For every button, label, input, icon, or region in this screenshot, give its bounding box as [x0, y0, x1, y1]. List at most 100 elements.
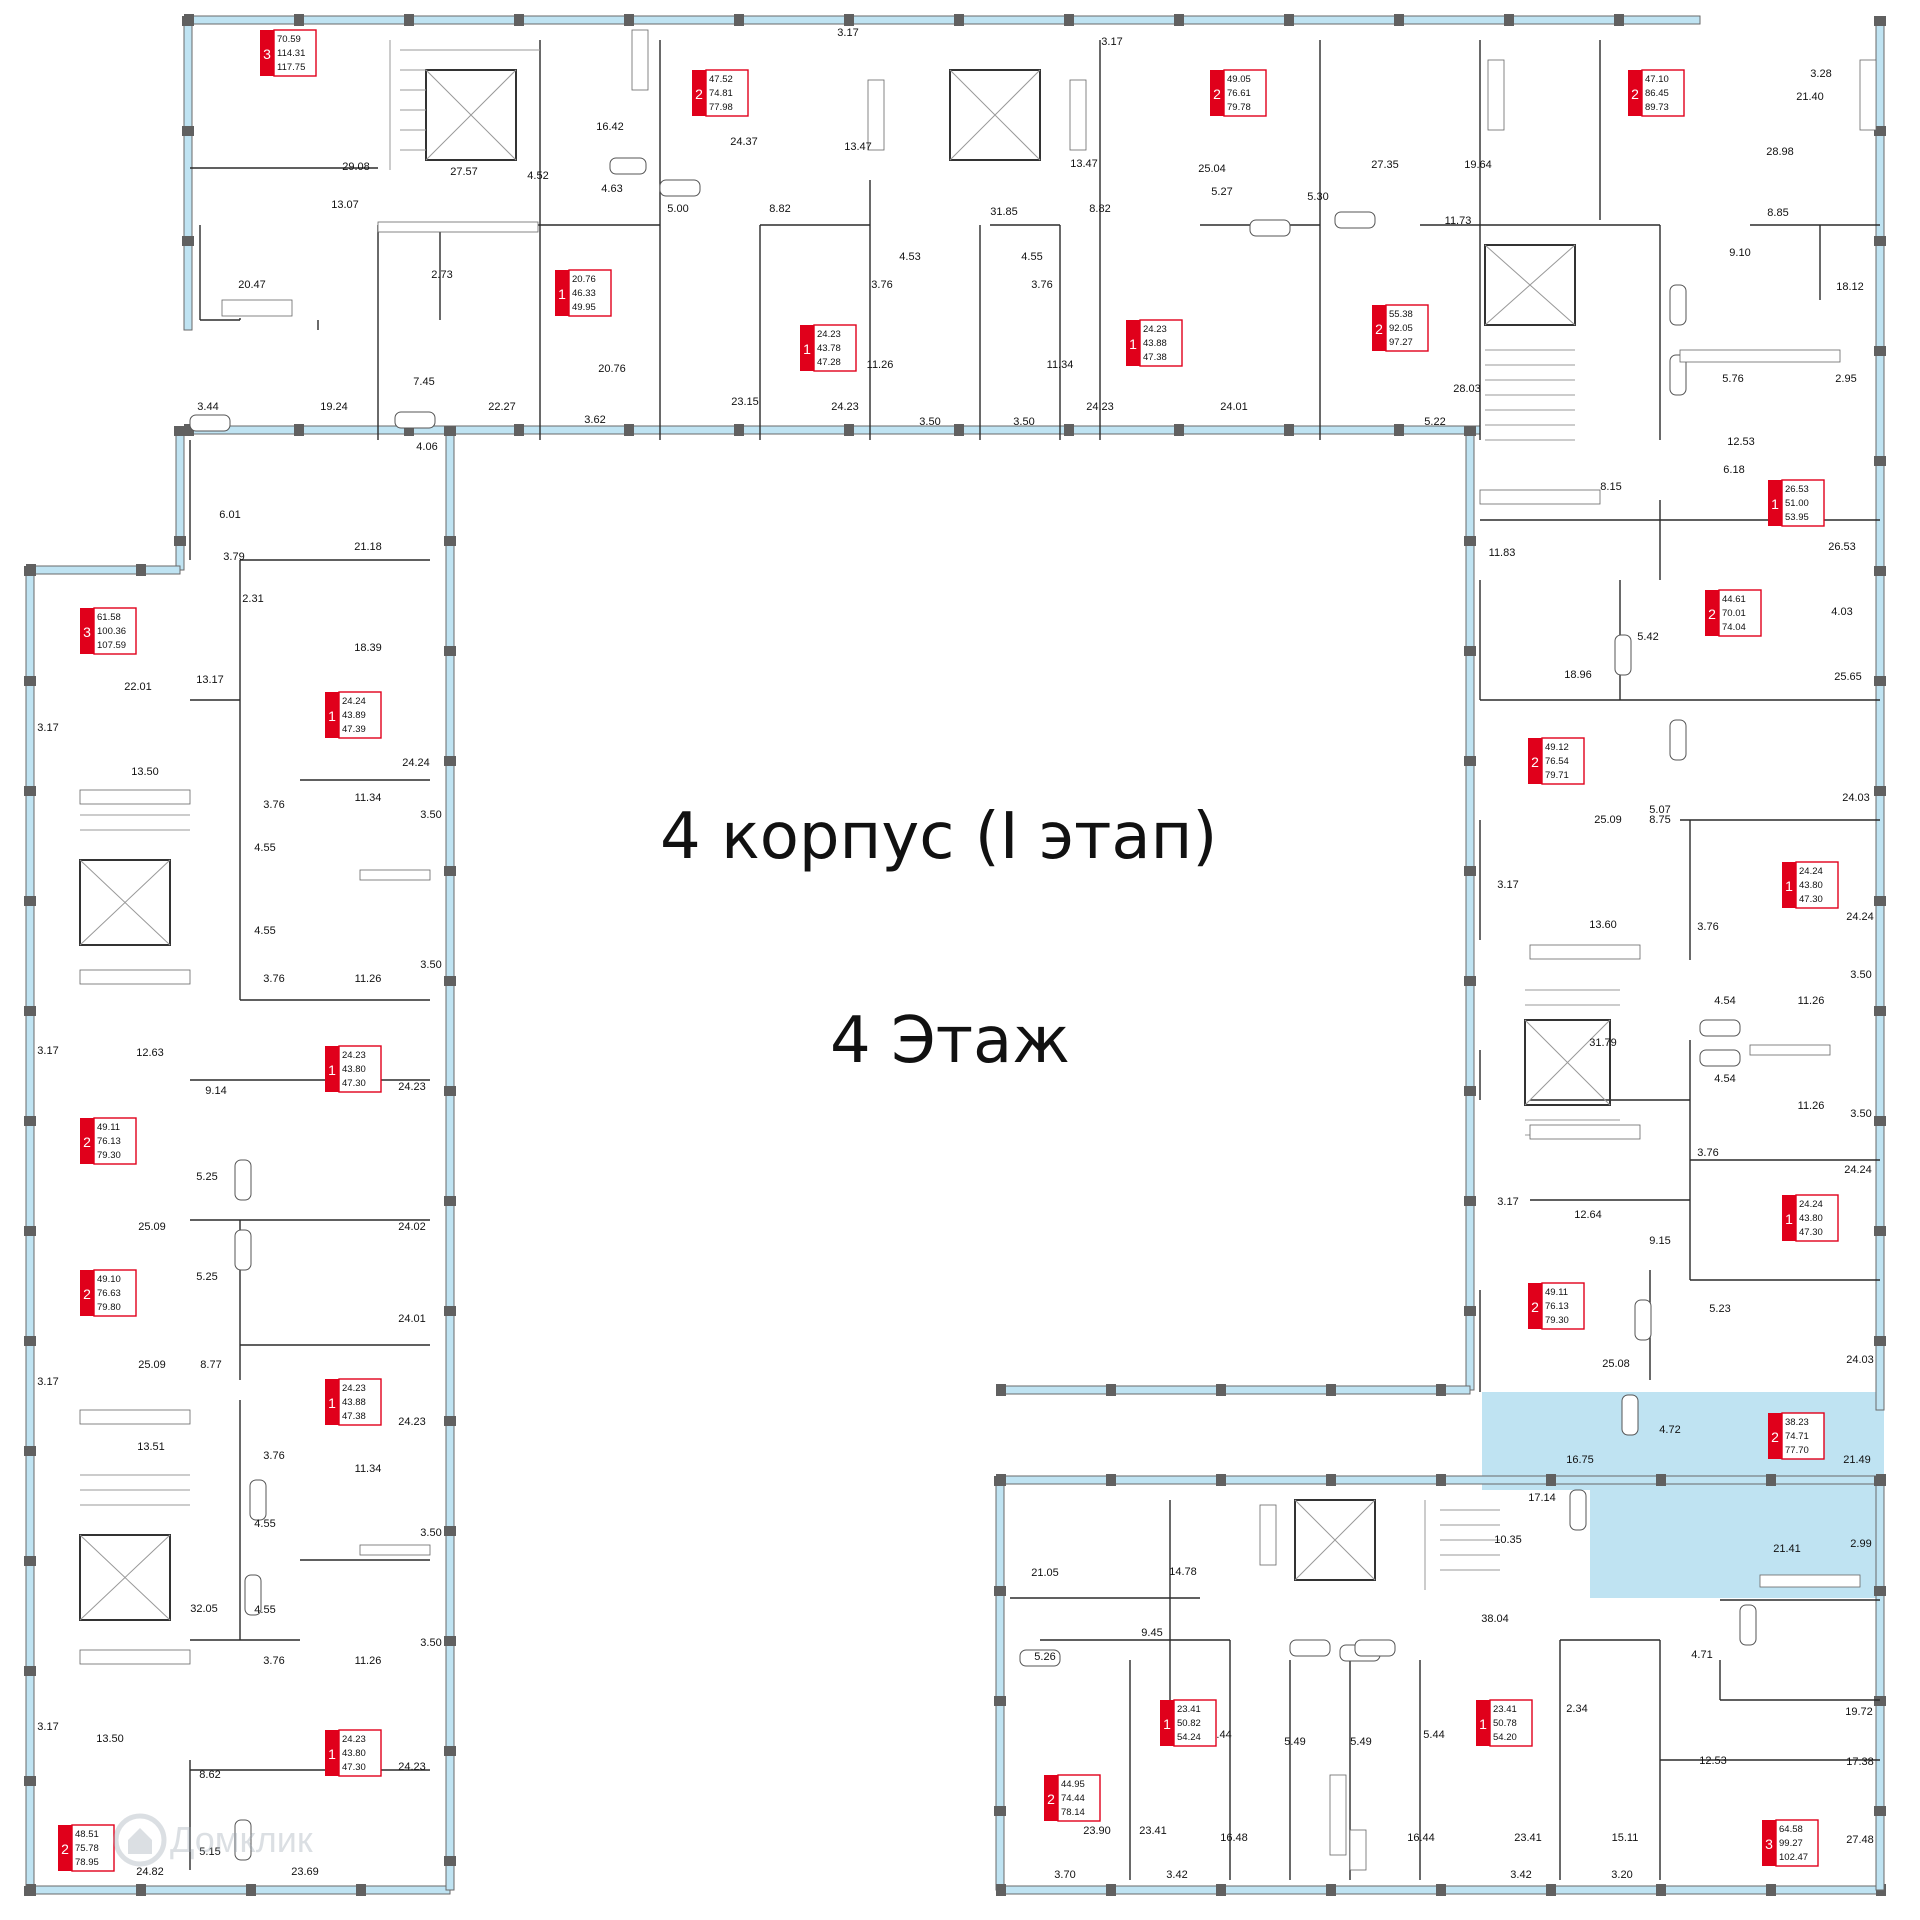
wall-pier: [444, 1306, 456, 1316]
room-area: 11.26: [1798, 1100, 1825, 1112]
room-count-badge: [325, 692, 339, 738]
room-area: 24.23: [398, 1081, 426, 1093]
wall-pier: [1174, 424, 1184, 436]
room-count-badge: [1210, 70, 1224, 116]
room-area: 31.79: [1589, 1037, 1617, 1049]
area-full: 79.78: [1227, 102, 1251, 113]
room-count: 2: [1631, 86, 1639, 102]
room-area: 5.15: [199, 1846, 220, 1858]
room-area: 4.63: [601, 183, 622, 195]
room-area: 3.17: [1497, 1196, 1518, 1208]
area-total: 75.78: [75, 1843, 99, 1854]
wall-pier: [1874, 786, 1886, 796]
room-area: 11.26: [355, 1655, 382, 1667]
room-area: 6.18: [1723, 464, 1744, 476]
area-living: 47.10: [1645, 74, 1669, 85]
wall-pier: [1394, 424, 1404, 436]
wall-pier: [1464, 646, 1476, 656]
wall-pier: [1436, 1384, 1446, 1396]
area-full: 74.04: [1722, 622, 1746, 633]
room-area: 24.23: [398, 1761, 426, 1773]
area-values-box: [338, 691, 382, 739]
wall-pier: [1874, 1696, 1886, 1706]
wall-pier: [182, 16, 194, 26]
wall-pier: [1656, 1474, 1666, 1486]
room-area: 22.01: [124, 681, 152, 693]
wall-pier: [1326, 1884, 1336, 1896]
room-area: 26.53: [1828, 541, 1856, 553]
wall-pier: [1874, 676, 1886, 686]
wall-pier: [136, 1884, 146, 1896]
area-full: 47.39: [342, 724, 366, 735]
area-total: 100.36: [97, 626, 126, 637]
room-area: 11.34: [355, 792, 382, 804]
room-area: 24.03: [1842, 792, 1870, 804]
wall-pier: [1874, 1006, 1886, 1016]
wall-pier: [734, 424, 744, 436]
area-values-box: [1223, 69, 1267, 117]
area-full: 49.95: [572, 302, 596, 313]
area-living: 24.23: [1143, 324, 1167, 335]
room-count: 2: [61, 1841, 69, 1857]
area-living: 49.11: [97, 1122, 120, 1133]
wall-pier: [1874, 126, 1886, 136]
room-area: 24.23: [1086, 401, 1114, 413]
area-values-box: [338, 1045, 382, 1093]
wall-pier: [1874, 566, 1886, 576]
room-area: 24.23: [831, 401, 859, 413]
window-strip: [187, 15, 1701, 25]
room-area: 5.23: [1709, 1303, 1730, 1315]
wall-pier: [444, 756, 456, 766]
area-full: 79.30: [1545, 1315, 1569, 1326]
room-area: 6.01: [219, 509, 240, 521]
room-area: 3.50: [1850, 1108, 1871, 1120]
room-area: 4.06: [416, 441, 437, 453]
area-full: 97.27: [1389, 337, 1413, 348]
room-area: 2.99: [1850, 1538, 1871, 1550]
room-area: 5.22: [1424, 416, 1445, 428]
wall-pier: [1464, 866, 1476, 876]
wall-pier: [1106, 1884, 1116, 1896]
room-count-badge: [80, 1118, 94, 1164]
room-area: 18.39: [354, 642, 382, 654]
wall-pier: [24, 1336, 36, 1346]
wall-pier: [182, 236, 194, 246]
room-area: 27.57: [450, 166, 478, 178]
room-area: 15.11: [1612, 1832, 1639, 1844]
room-area: 9.15: [1649, 1235, 1670, 1247]
wall-pier: [994, 1586, 1006, 1596]
room-count-badge: [260, 30, 274, 76]
room-count: 2: [83, 1286, 91, 1302]
room-area: 16.48: [1220, 1832, 1248, 1844]
room-count: 1: [558, 286, 566, 302]
room-area: 23.90: [1083, 1825, 1111, 1837]
room-count: 2: [695, 86, 703, 102]
